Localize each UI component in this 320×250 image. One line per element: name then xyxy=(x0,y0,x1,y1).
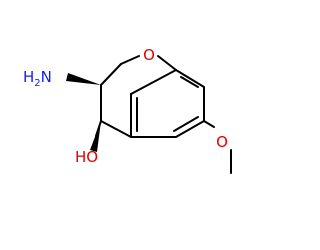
bond-c6-c5 xyxy=(175,120,205,138)
wedge-bond-c3-nh2 xyxy=(66,73,101,85)
chemical-structure: O H2N HO O xyxy=(23,46,232,174)
double-bond-c6-c5 xyxy=(173,116,199,132)
bond-c8-c7 xyxy=(175,69,205,88)
ring-oxygen-label: O xyxy=(143,46,155,64)
bond-c8a-c8 xyxy=(130,69,177,95)
wedge-bond-c4-oh xyxy=(90,121,101,152)
methoxy-oxygen-label: O xyxy=(216,133,228,151)
structure-canvas: O H2N HO O xyxy=(23,46,232,174)
bond-c4-c4a xyxy=(100,120,132,138)
amino-group-label: H2N xyxy=(23,68,52,89)
bond-ch2-o xyxy=(120,55,140,65)
amino-h: H xyxy=(23,68,34,86)
amino-n: N xyxy=(41,68,52,86)
bond-c6-omethoxy xyxy=(203,120,215,128)
amino-subscript: 2 xyxy=(34,78,40,89)
double-bond-c8-c7 xyxy=(180,76,199,88)
bond-o-c8a xyxy=(157,55,177,71)
bonds xyxy=(95,55,232,174)
bond-ch2-c3 xyxy=(100,63,122,86)
hydroxyl-label: HO xyxy=(75,148,98,166)
